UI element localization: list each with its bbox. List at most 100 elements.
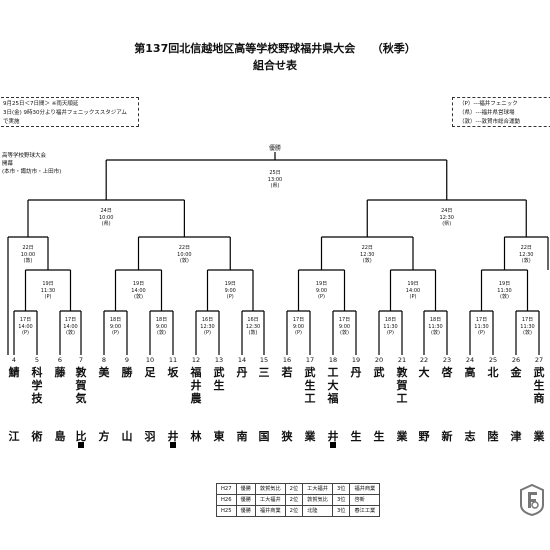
history-cell-t2: 工大福井: [302, 483, 333, 495]
team-number: 12: [191, 356, 201, 364]
team-number: 15: [259, 356, 269, 364]
team-number: 25: [488, 356, 498, 364]
team-name-last: 比: [75, 430, 87, 443]
team-name-last: 東: [213, 430, 225, 443]
team-name: 敦賀気: [75, 366, 87, 405]
info-line-1: 高等学校野球大会: [2, 153, 47, 159]
team-name-last: 野: [418, 430, 430, 443]
legend-line-2: （県）---福井県営球場: [459, 110, 515, 116]
info-line-3: (本市・諏訪市・上田市): [2, 169, 62, 175]
history-cell-year: H25: [216, 505, 237, 517]
legend-line-1: （P）---福井フェニック: [459, 101, 518, 107]
seed-mark: [330, 442, 336, 448]
team-number: 5: [34, 356, 40, 364]
history-cell-r2: 2位: [284, 505, 304, 517]
history-cell-t3: 福井商業: [349, 483, 381, 495]
team-name-last: 林: [190, 430, 202, 443]
team-name: 大: [418, 366, 430, 379]
team-number: 10: [145, 356, 155, 364]
team-name: 高: [464, 366, 476, 379]
history-cell-t3: 啓新: [349, 494, 381, 506]
venue-legend: （P）---福井フェニック （県）---福井県営球場 （敦）---敦賀市総合運動: [452, 97, 550, 127]
history-cell-year: H26: [216, 494, 237, 506]
team-name: 美: [98, 366, 110, 379]
history-cell-t1: 敦賀気比: [254, 483, 286, 495]
team-name: 工大福: [327, 366, 339, 405]
team-name: 武生商: [533, 366, 545, 405]
schedule-notice: 9月25日＜7日間＞ ※雨天順延 3日(金) 9時30分より福井フェニックススタ…: [0, 97, 139, 127]
team-name: 武生工: [304, 366, 316, 405]
history-cell-t2: 北陸: [302, 505, 333, 517]
legend-line-3: （敦）---敦賀市総合運動: [459, 119, 520, 125]
team-name-last: 井: [167, 430, 179, 443]
team-name: 武: [373, 366, 385, 379]
team-11: 11 坂井: [166, 356, 180, 448]
team-name-last: 南: [236, 430, 248, 443]
seed-mark: [170, 442, 176, 448]
team-number: 21: [397, 356, 407, 364]
team-number: 26: [511, 356, 521, 364]
team-number: 24: [465, 356, 475, 364]
history-cell-t2: 敦賀気比: [302, 494, 333, 506]
team-number: 11: [168, 356, 178, 364]
team-name: 敦賀工: [396, 366, 408, 405]
team-name-last: 江: [8, 430, 20, 443]
history-cell-r2: 2位: [284, 494, 304, 506]
team-name-last: 津: [510, 430, 522, 443]
team-name-last: 島: [54, 430, 66, 443]
team-4: 4 鯖江: [7, 356, 21, 443]
team-name-last: 術: [31, 430, 43, 443]
history-cell-r1: 優勝: [235, 483, 256, 495]
team-name: 足: [144, 366, 156, 379]
notice-line-2: 3日(金) 9時30分より福井フェニックススタジアムで実施: [3, 110, 127, 125]
page-subtitle: 組合せ表: [253, 59, 297, 72]
team-name-last: 業: [533, 430, 545, 443]
team-number: 14: [237, 356, 247, 364]
team-number: 17: [305, 356, 315, 364]
history-cell-r3: 3位: [331, 483, 351, 495]
team-name-last: 生: [373, 430, 385, 443]
team-name: 北: [487, 366, 499, 379]
team-name: 三: [258, 366, 270, 379]
team-name: 鯖: [8, 366, 20, 379]
history-cell-r2: 2位: [284, 483, 304, 495]
history-cell-r3: 3位: [331, 505, 351, 517]
team-number: 4: [11, 356, 17, 364]
history-cell-year: H27: [216, 483, 237, 495]
team-name: 坂: [167, 366, 179, 379]
team-name-last: 井: [327, 430, 339, 443]
team-name-last: 方: [98, 430, 110, 443]
team-name-last: 羽: [144, 430, 156, 443]
